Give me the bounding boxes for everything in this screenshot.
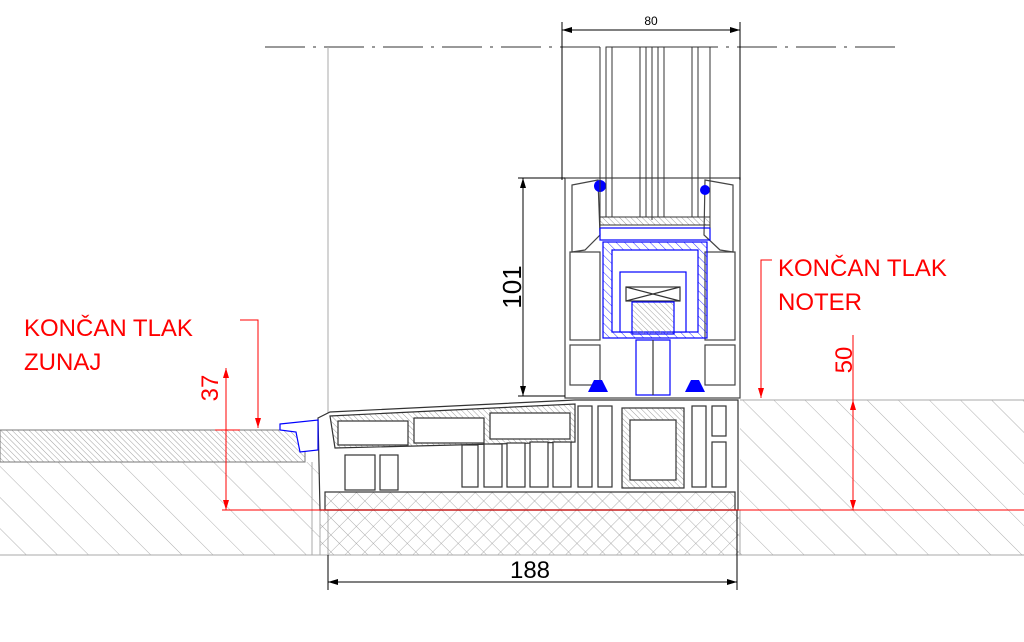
dim-188-label: 188 [510, 557, 550, 584]
inside-floor [740, 399, 1024, 556]
threshold-profile [279, 399, 739, 511]
dimension-188 [327, 510, 738, 590]
gasket-icon [588, 180, 710, 392]
dim-37-label: 37 [197, 375, 224, 402]
inside-floor-label: KONČAN TLAK NOTER [778, 254, 954, 316]
inside-label-line1: KONČAN TLAK [778, 254, 947, 282]
insulation-layer [319, 509, 741, 556]
outside-label-line2: ZUNAJ [24, 349, 101, 376]
dimension-101 [518, 177, 565, 397]
dim-80-label: 80 [644, 14, 658, 28]
glazing [599, 46, 711, 228]
dimension-80 [561, 22, 741, 180]
dim-50-label: 50 [831, 347, 858, 374]
dim-101-label: 101 [497, 265, 527, 308]
outside-floor [0, 429, 320, 556]
outside-floor-label: KONČAN TLAK ZUNAJ [24, 314, 200, 376]
outside-leader [240, 319, 261, 428]
window-frame [564, 177, 741, 399]
inside-leader [758, 259, 772, 398]
outside-label-line1: KONČAN TLAK [24, 314, 193, 342]
inside-label-line2: NOTER [778, 289, 862, 316]
dimension-37 [215, 368, 240, 510]
